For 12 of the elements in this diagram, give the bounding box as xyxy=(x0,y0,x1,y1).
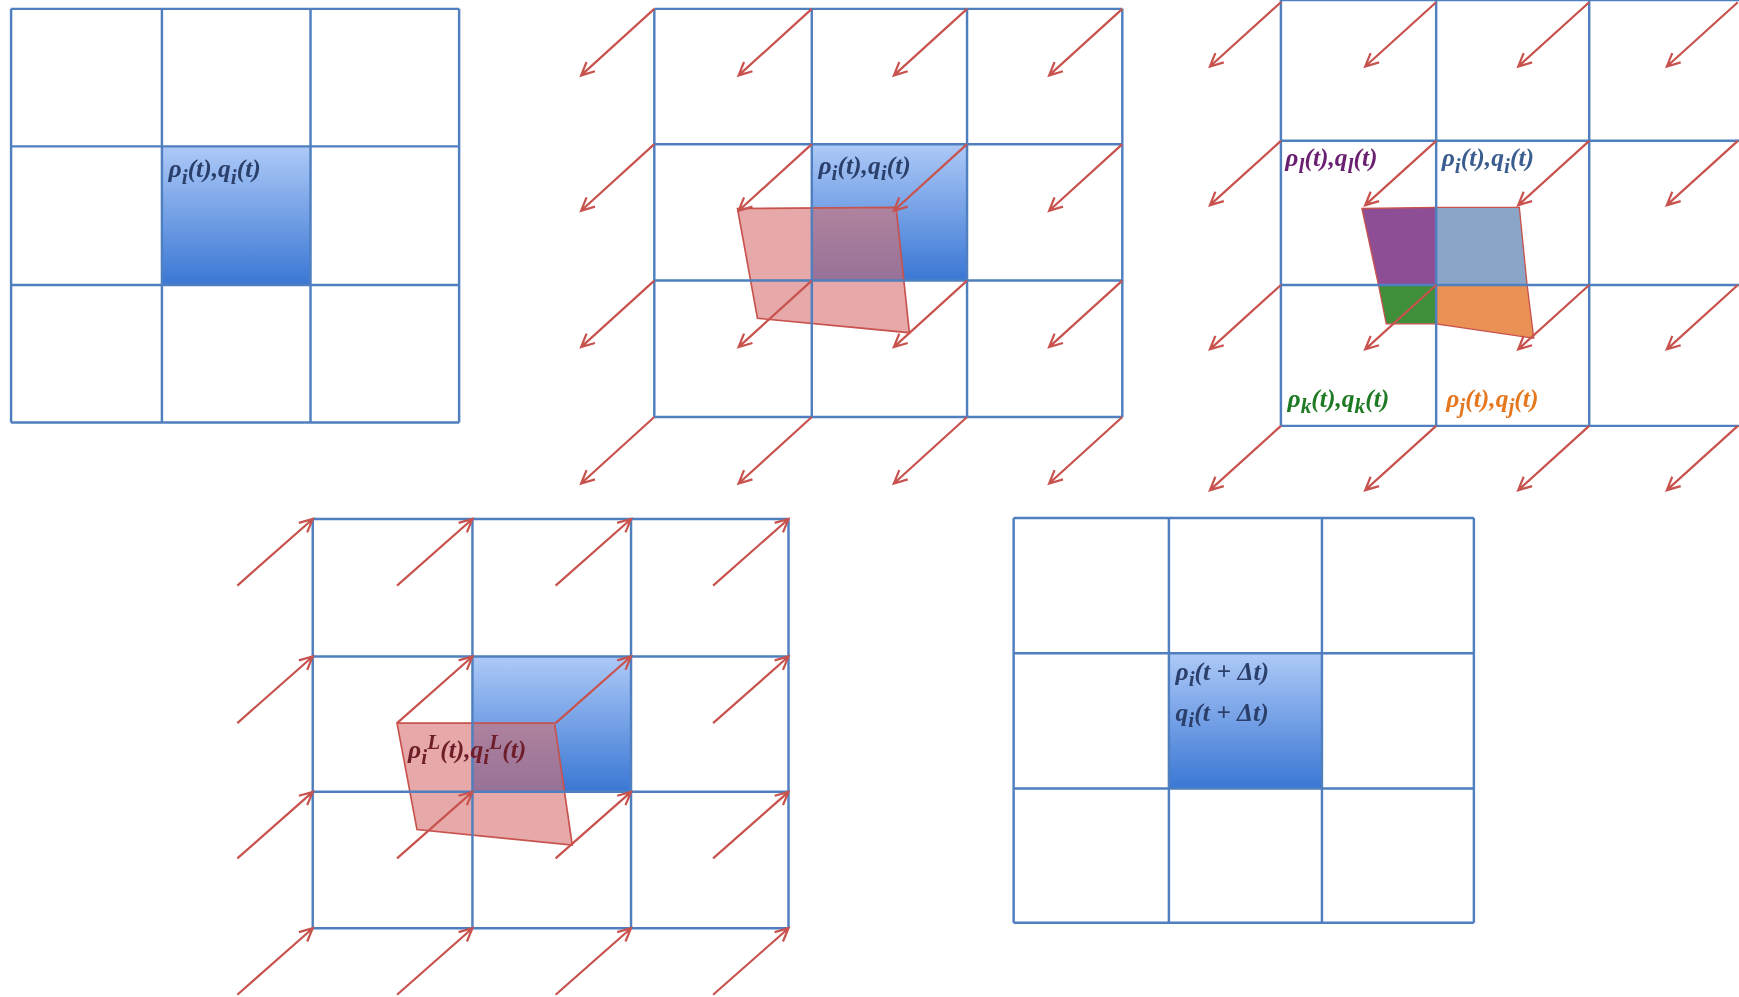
formula-label: ρ$_{i}$(t),q$_{i}$(t) xyxy=(818,150,911,187)
formula-label: ρ$_{i}$(t + Δt) xyxy=(1175,656,1270,693)
grid-cell xyxy=(1168,653,1322,789)
departure-cell xyxy=(397,723,573,846)
formula-label: ρ$_{i}$(t),q$_{i}$(t) xyxy=(1441,144,1534,179)
grid-cell xyxy=(811,144,968,281)
formula-label: ρ$_{l}$(t),q$_{l}$(t) xyxy=(1285,144,1378,179)
formula-label: ρ$_{k}$(t),q$_{k}$(t) xyxy=(1287,384,1390,419)
formula-label: ρ$_{i}$(t),q$_{i}$(t) xyxy=(168,154,261,191)
formula-label: ρ$_{j}$(t),q$_{j}$(t) xyxy=(1446,384,1539,419)
grid-cell xyxy=(161,146,311,285)
formula-label: q$_{i}$(t + Δt) xyxy=(1175,697,1270,734)
